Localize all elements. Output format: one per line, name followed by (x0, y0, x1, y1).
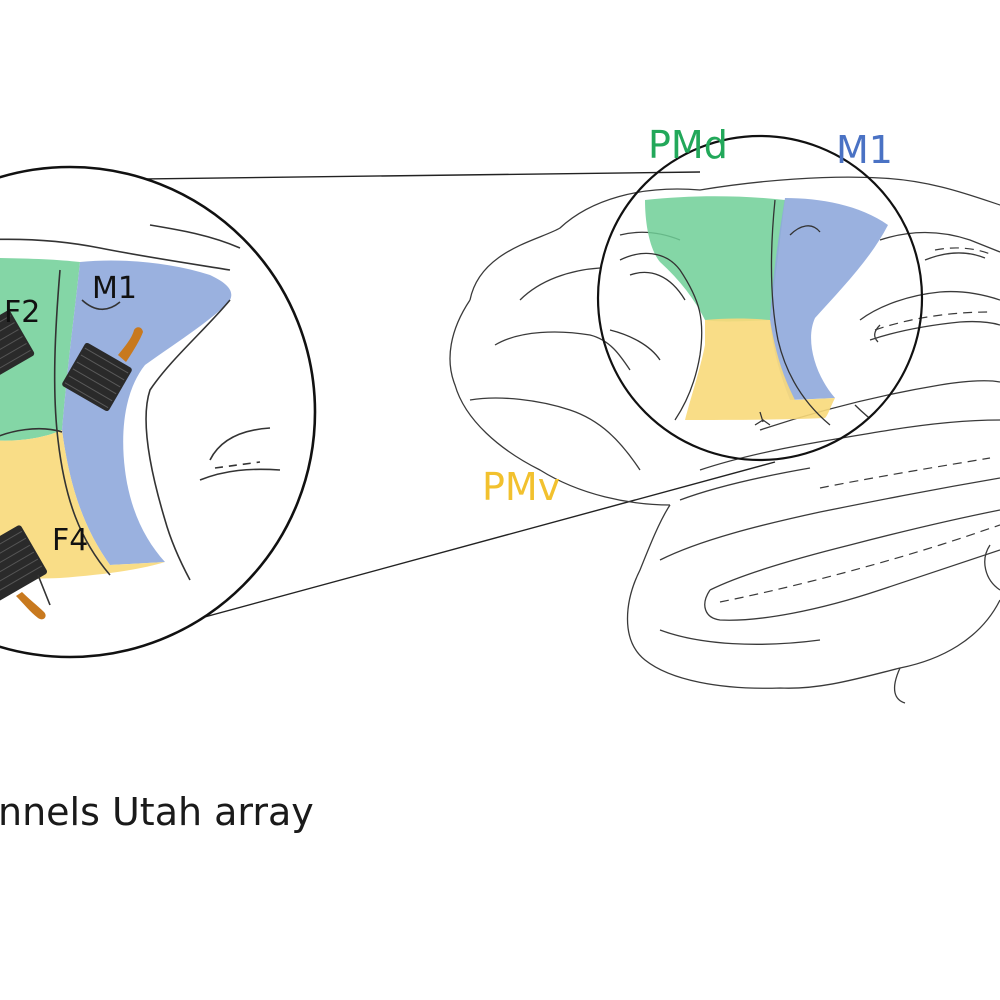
brain-colored-regions (645, 196, 888, 420)
inset-m1-label: M1 (92, 271, 137, 306)
f4-label: F4 (52, 523, 88, 558)
zoom-connector-lines (59, 171, 776, 641)
utah-array-f4 (0, 525, 51, 620)
caption-text: nnels Utah array (0, 790, 314, 834)
pmv-region (685, 318, 835, 420)
pmd-label: PMd (648, 123, 728, 167)
wire-connector-icon (16, 592, 46, 620)
inset-zoom-circle (0, 165, 317, 659)
brain-zoom-circle (596, 134, 924, 462)
f2-region (0, 257, 80, 441)
inset-magnified-view (0, 167, 281, 657)
m1-region (770, 198, 888, 400)
pmv-label: PMv (482, 465, 560, 509)
m1-label: M1 (836, 128, 893, 172)
utah-array-f2 (0, 310, 35, 382)
brain-dashed-sulci (719, 247, 1000, 603)
f2-label: F2 (4, 295, 40, 330)
inset-sulci (0, 224, 281, 581)
pmd-region (645, 196, 785, 322)
wire-connector-icon (118, 327, 143, 362)
inset-m1-region (62, 260, 232, 565)
utah-array-m1 (62, 327, 143, 412)
brain-outline (449, 176, 1000, 704)
f4-region (0, 430, 165, 580)
